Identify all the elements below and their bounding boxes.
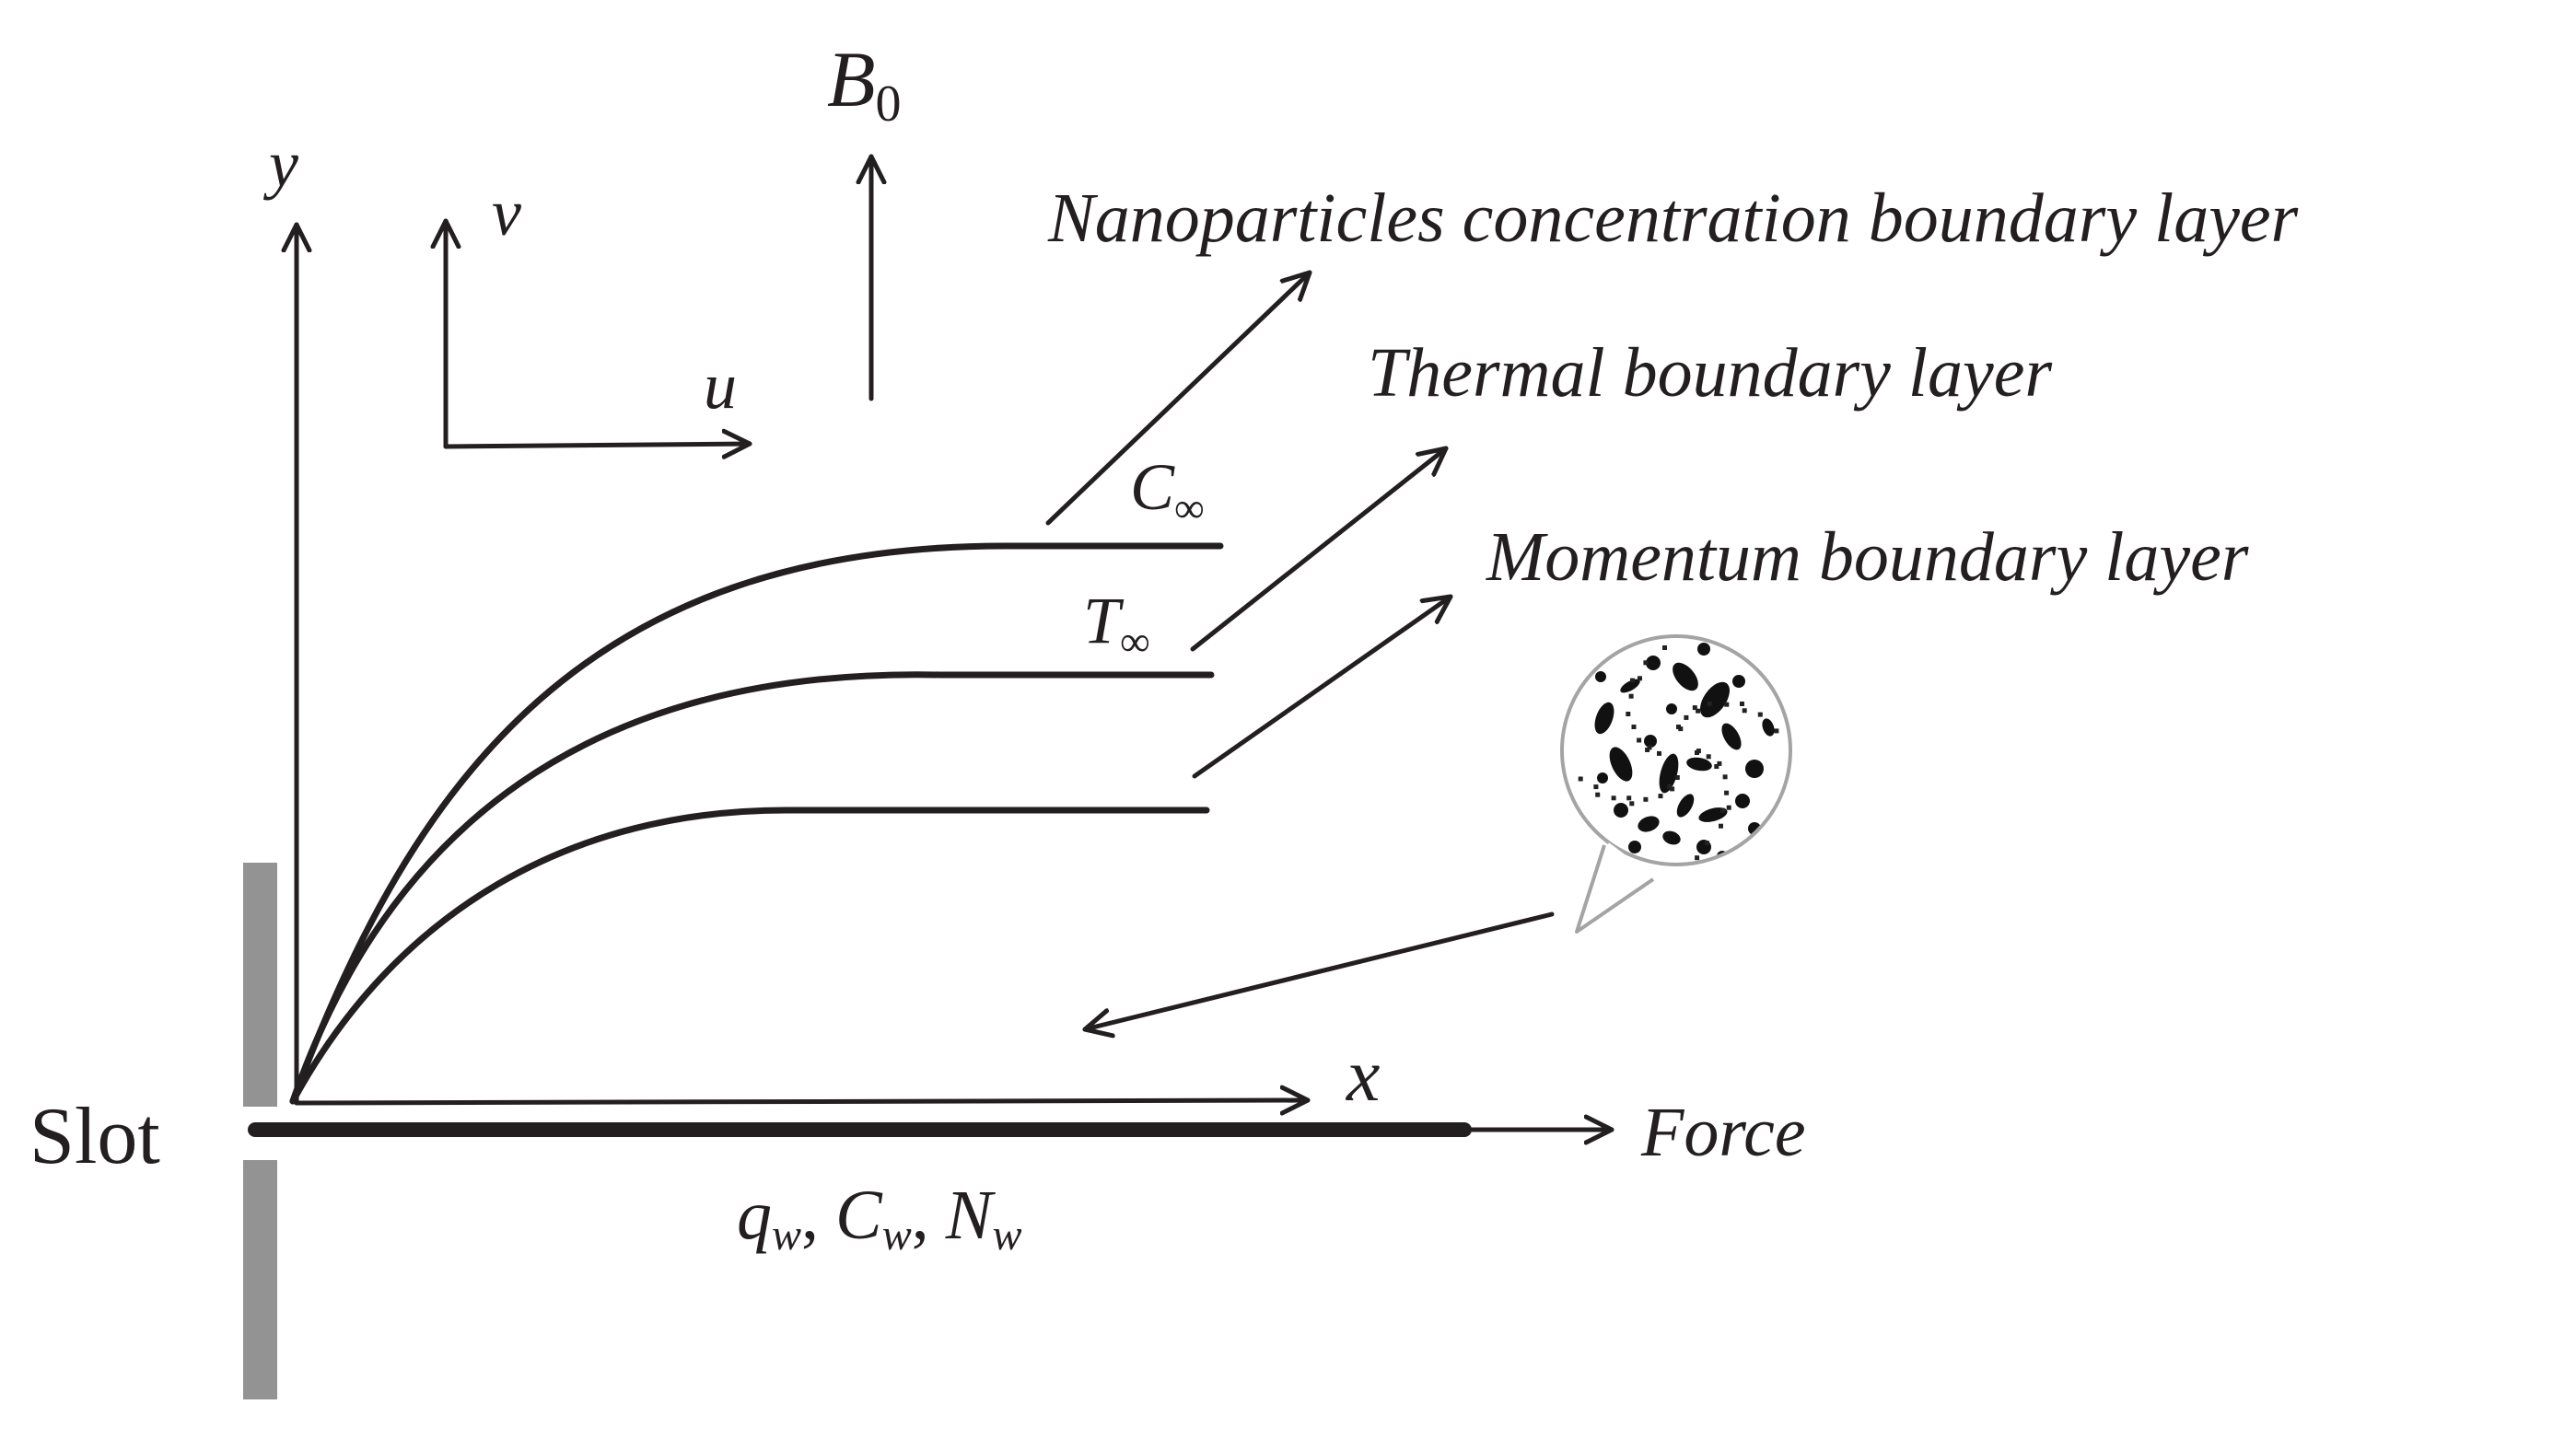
- concentration-boundary-layer-label: Nanoparticles concentration boundary lay…: [1047, 180, 2299, 257]
- nanoparticle-speck: [1593, 784, 1599, 790]
- slot-upper-segment: [243, 863, 277, 1107]
- nanoparticle-speck: [1684, 714, 1689, 720]
- nanoparticle-speck: [1707, 701, 1712, 706]
- u-velocity-arrow: [443, 444, 752, 447]
- nanoparticle: [1628, 841, 1641, 853]
- slot-lower-segment: [243, 1160, 277, 1399]
- nanoparticle-speck: [1670, 786, 1675, 792]
- nanoparticle: [1614, 803, 1628, 818]
- nanoparticle: [1620, 679, 1640, 693]
- nanoparticle-speck: [1611, 795, 1616, 801]
- concentration-boundary-layer-curve: [289, 542, 1224, 1105]
- nanoparticles-icon: [1578, 643, 1779, 876]
- nanoparticle-speck: [1724, 702, 1730, 707]
- nanoparticle: [1673, 662, 1698, 691]
- nanoparticle: [1745, 760, 1764, 778]
- nanoparticle-speck: [1631, 725, 1637, 729]
- nanoparticle: [1732, 675, 1745, 688]
- nanoparticle-speck: [1629, 801, 1635, 807]
- nanoparticle-speck: [1726, 805, 1731, 810]
- free-stream-temperature-label: T∞: [1083, 584, 1150, 665]
- slot-label: Slot: [29, 1092, 160, 1181]
- nanoparticle: [1697, 643, 1710, 656]
- nanoparticle-speck: [1742, 708, 1747, 714]
- nanoparticle-speck: [1695, 855, 1700, 861]
- nanoparticle-speck: [1717, 760, 1722, 766]
- x-axis-label: x: [1346, 1033, 1380, 1117]
- nanoparticle-speck: [1638, 676, 1642, 681]
- nanoparticle-speck: [1643, 796, 1649, 802]
- nanoparticle: [1735, 794, 1750, 808]
- nanoparticle: [1609, 747, 1633, 782]
- nanoparticle-speck: [1667, 784, 1673, 789]
- nanoparticle: [1638, 816, 1660, 832]
- nanoparticle-speck: [1706, 754, 1711, 760]
- nanoparticle: [1676, 794, 1695, 818]
- wall-conditions-label: qw, Cw, Nw: [737, 1177, 1021, 1259]
- nanoparticle-speck: [1662, 645, 1667, 650]
- nanoparticle-speck: [1696, 749, 1701, 754]
- u-velocity-label: u: [704, 349, 737, 423]
- thermal-boundary-layer-label: Thermal boundary layer: [1368, 334, 2052, 412]
- nanoparticle-speck: [1657, 750, 1661, 756]
- v-velocity-label: v: [492, 176, 521, 250]
- nanoparticle-speck: [1720, 807, 1726, 813]
- nanoparticle-speck: [1626, 795, 1632, 801]
- thermal-boundary-layer-curve: [289, 671, 1215, 1105]
- momentum-boundary-layer-curve: [289, 807, 1210, 1105]
- nanoparticle-speck: [1692, 705, 1697, 711]
- nanoparticle-speck: [1705, 841, 1709, 846]
- nanoparticle-speck: [1643, 660, 1649, 666]
- nanoparticle: [1646, 656, 1661, 670]
- force-label: Force: [1640, 1094, 1806, 1171]
- nanoparticle: [1644, 735, 1657, 748]
- nanoparticle-speck: [1740, 702, 1744, 706]
- nanoparticle-speck: [1647, 745, 1652, 750]
- nanoparticle-speck: [1757, 712, 1763, 717]
- nanoparticle: [1594, 702, 1614, 735]
- momentum-pointer-arrow: [1192, 594, 1453, 779]
- concentration-pointer-arrow: [1045, 270, 1312, 526]
- nanoparticle-speck: [1645, 748, 1650, 752]
- nanoparticle: [1686, 757, 1712, 772]
- nanoparticle: [1650, 865, 1665, 876]
- nanoparticle-speck: [1658, 794, 1663, 799]
- nanoparticle-speck: [1722, 774, 1728, 780]
- nanoparticle: [1721, 723, 1742, 750]
- nanoparticle-speck: [1628, 693, 1634, 699]
- nanoparticle: [1662, 830, 1681, 845]
- nanoparticle: [1595, 671, 1606, 682]
- nanoparticle-speck: [1637, 737, 1642, 743]
- nanoparticle: [1659, 753, 1679, 794]
- nanoparticle: [1597, 772, 1608, 784]
- nanoparticle: [1700, 681, 1730, 718]
- y-axis-label: y: [262, 127, 298, 201]
- bubble-pointer-arrow: [1082, 911, 1555, 1029]
- x-axis-arrow: [294, 1100, 1311, 1103]
- nanoparticle-speck: [1774, 728, 1779, 734]
- thermal-pointer-arrow: [1190, 446, 1449, 652]
- nanoparticle-speck: [1626, 712, 1631, 716]
- free-stream-concentration-label: C∞: [1130, 450, 1205, 531]
- nanoparticle-speck: [1696, 708, 1701, 714]
- nanoparticle-speck: [1714, 764, 1719, 769]
- nanoparticle-speck: [1578, 776, 1583, 782]
- magnetic-field-label: B0: [827, 35, 902, 133]
- nanoparticle-speck: [1595, 792, 1601, 797]
- nanoparticle: [1762, 718, 1775, 737]
- nanoparticle-speck: [1676, 725, 1681, 729]
- nanoparticle: [1698, 807, 1728, 822]
- nanoparticle-speck: [1724, 790, 1730, 795]
- momentum-boundary-layer-label: Momentum boundary layer: [1486, 518, 2249, 596]
- nanoparticle: [1666, 703, 1677, 714]
- nanoparticle-speck: [1719, 823, 1723, 829]
- nanoparticle-speck: [1630, 678, 1635, 683]
- nanoparticle-magnifier-bubble: [1560, 634, 1792, 934]
- nanoparticle-speck: [1674, 775, 1680, 780]
